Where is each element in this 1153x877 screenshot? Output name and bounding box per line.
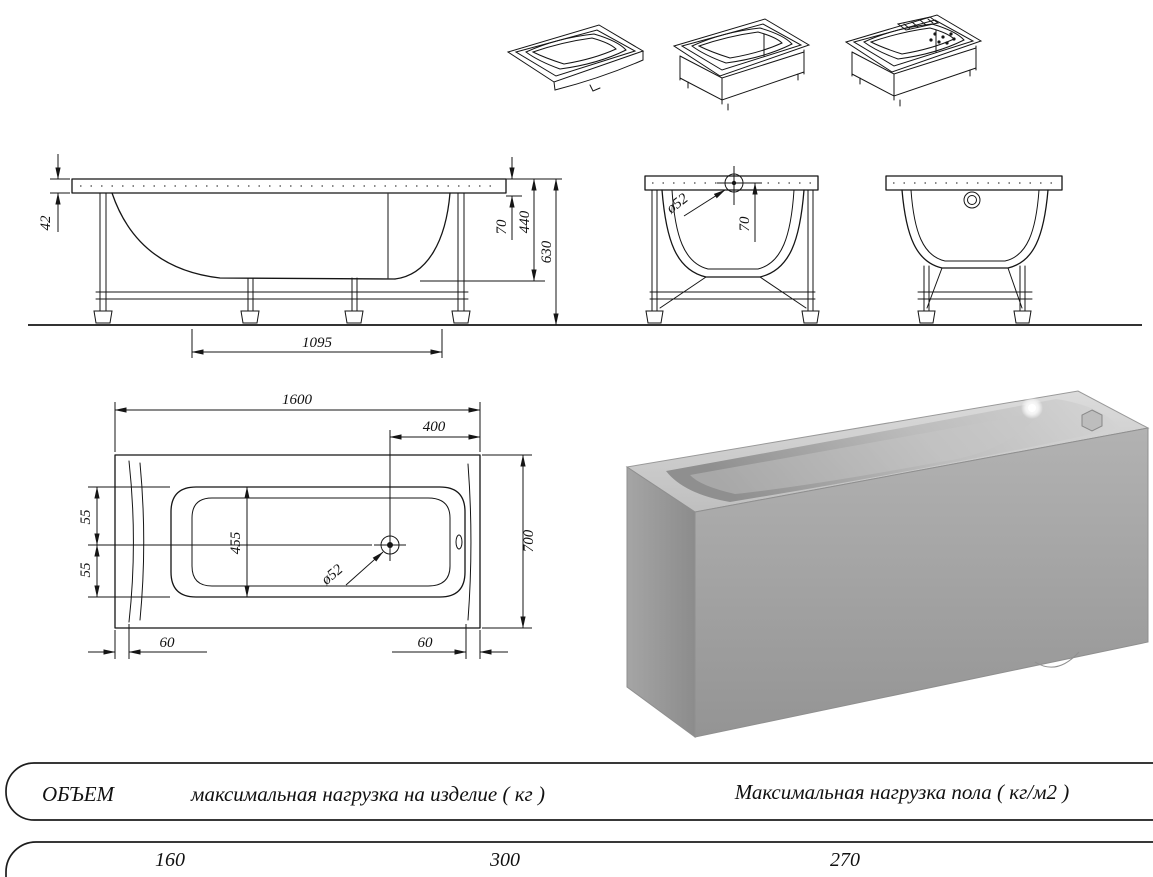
dim-label-455: 455	[228, 531, 244, 554]
dim-630: 630	[539, 178, 559, 326]
dim-label-70-end: 70	[737, 216, 753, 232]
dim-label-1600: 1600	[282, 392, 313, 408]
overflow-hole	[963, 191, 981, 209]
render-left-face	[626, 466, 696, 738]
dim-400: 400	[389, 419, 481, 529]
spec-table-value-row	[5, 841, 1153, 877]
drain-symbol-plan	[374, 529, 406, 561]
side-elevation-view: 42 70 440 630 1095	[38, 154, 562, 358]
value-product-load: 300	[489, 849, 520, 871]
dim-label-d52-plan: ø52	[318, 561, 347, 589]
header-volume: ОБЪЕМ	[42, 782, 116, 806]
dim-label-55-top: 55	[78, 509, 94, 525]
dim-label-60-left: 60	[160, 635, 176, 651]
dim-1095: 1095	[191, 329, 443, 358]
iso-thumb-frame	[672, 18, 811, 111]
value-volume: 160	[155, 849, 185, 871]
dim-label-630: 630	[539, 240, 555, 263]
dim-60-right: 60	[392, 624, 508, 659]
support-frame-end2	[917, 265, 1033, 324]
render-bottom-notch	[1034, 651, 1080, 668]
value-floor-load: 270	[830, 849, 860, 871]
support-frame	[93, 192, 471, 324]
dim-label-60-right: 60	[418, 635, 434, 651]
dim-label-42: 42	[38, 215, 54, 231]
tub-body-profile	[71, 178, 507, 280]
render-bowl	[666, 399, 1120, 502]
spec-table-header-row	[5, 762, 1153, 821]
dim-label-440: 440	[517, 210, 533, 233]
dim-455: 455	[228, 486, 250, 598]
end-view-with-drain: ø52 70	[644, 166, 820, 324]
dim-label-55-bottom: 55	[78, 562, 94, 578]
dim-70-side: 70	[494, 157, 562, 240]
dim-drain-diameter-plan: ø52	[318, 551, 384, 589]
tub-cross-section	[644, 175, 819, 278]
plan-view: 1600 400 455 55 55 ø52 60	[78, 392, 537, 659]
iso-thumb-jets	[844, 14, 983, 107]
render-bowl-slope	[690, 412, 1040, 494]
dim-60-left: 60	[88, 624, 207, 659]
dim-label-400: 400	[423, 419, 446, 435]
dim-label-70-side: 70	[494, 219, 510, 235]
header-product-load: максимальная нагрузка на изделие ( кг )	[190, 782, 545, 806]
drain-symbol	[717, 166, 751, 205]
jet-dots	[929, 32, 956, 45]
spec-table: ОБЪЕМ максимальная нагрузка на изделие (…	[5, 762, 1153, 877]
dim-42: 42	[38, 154, 70, 232]
dim-1600: 1600	[114, 392, 481, 452]
iso-thumb-bare	[506, 24, 645, 92]
dim-70-end: 70	[737, 182, 762, 242]
jet-hatch-patch	[896, 16, 940, 31]
end-view-plain	[885, 175, 1063, 324]
support-frame-end	[645, 189, 820, 324]
dim-55-pair: 55 55	[78, 486, 372, 598]
dim-label-1095: 1095	[302, 335, 333, 351]
header-floor-load: Максимальная нагрузка пола ( кг/м2 )	[734, 780, 1070, 804]
render-3d	[625, 390, 1150, 738]
overflow-highlight-core	[1028, 404, 1036, 412]
dim-label-700: 700	[521, 529, 537, 552]
dim-440: 440	[420, 178, 545, 282]
dim-700: 700	[482, 454, 537, 629]
drain-cap-hexagon	[1081, 409, 1103, 432]
